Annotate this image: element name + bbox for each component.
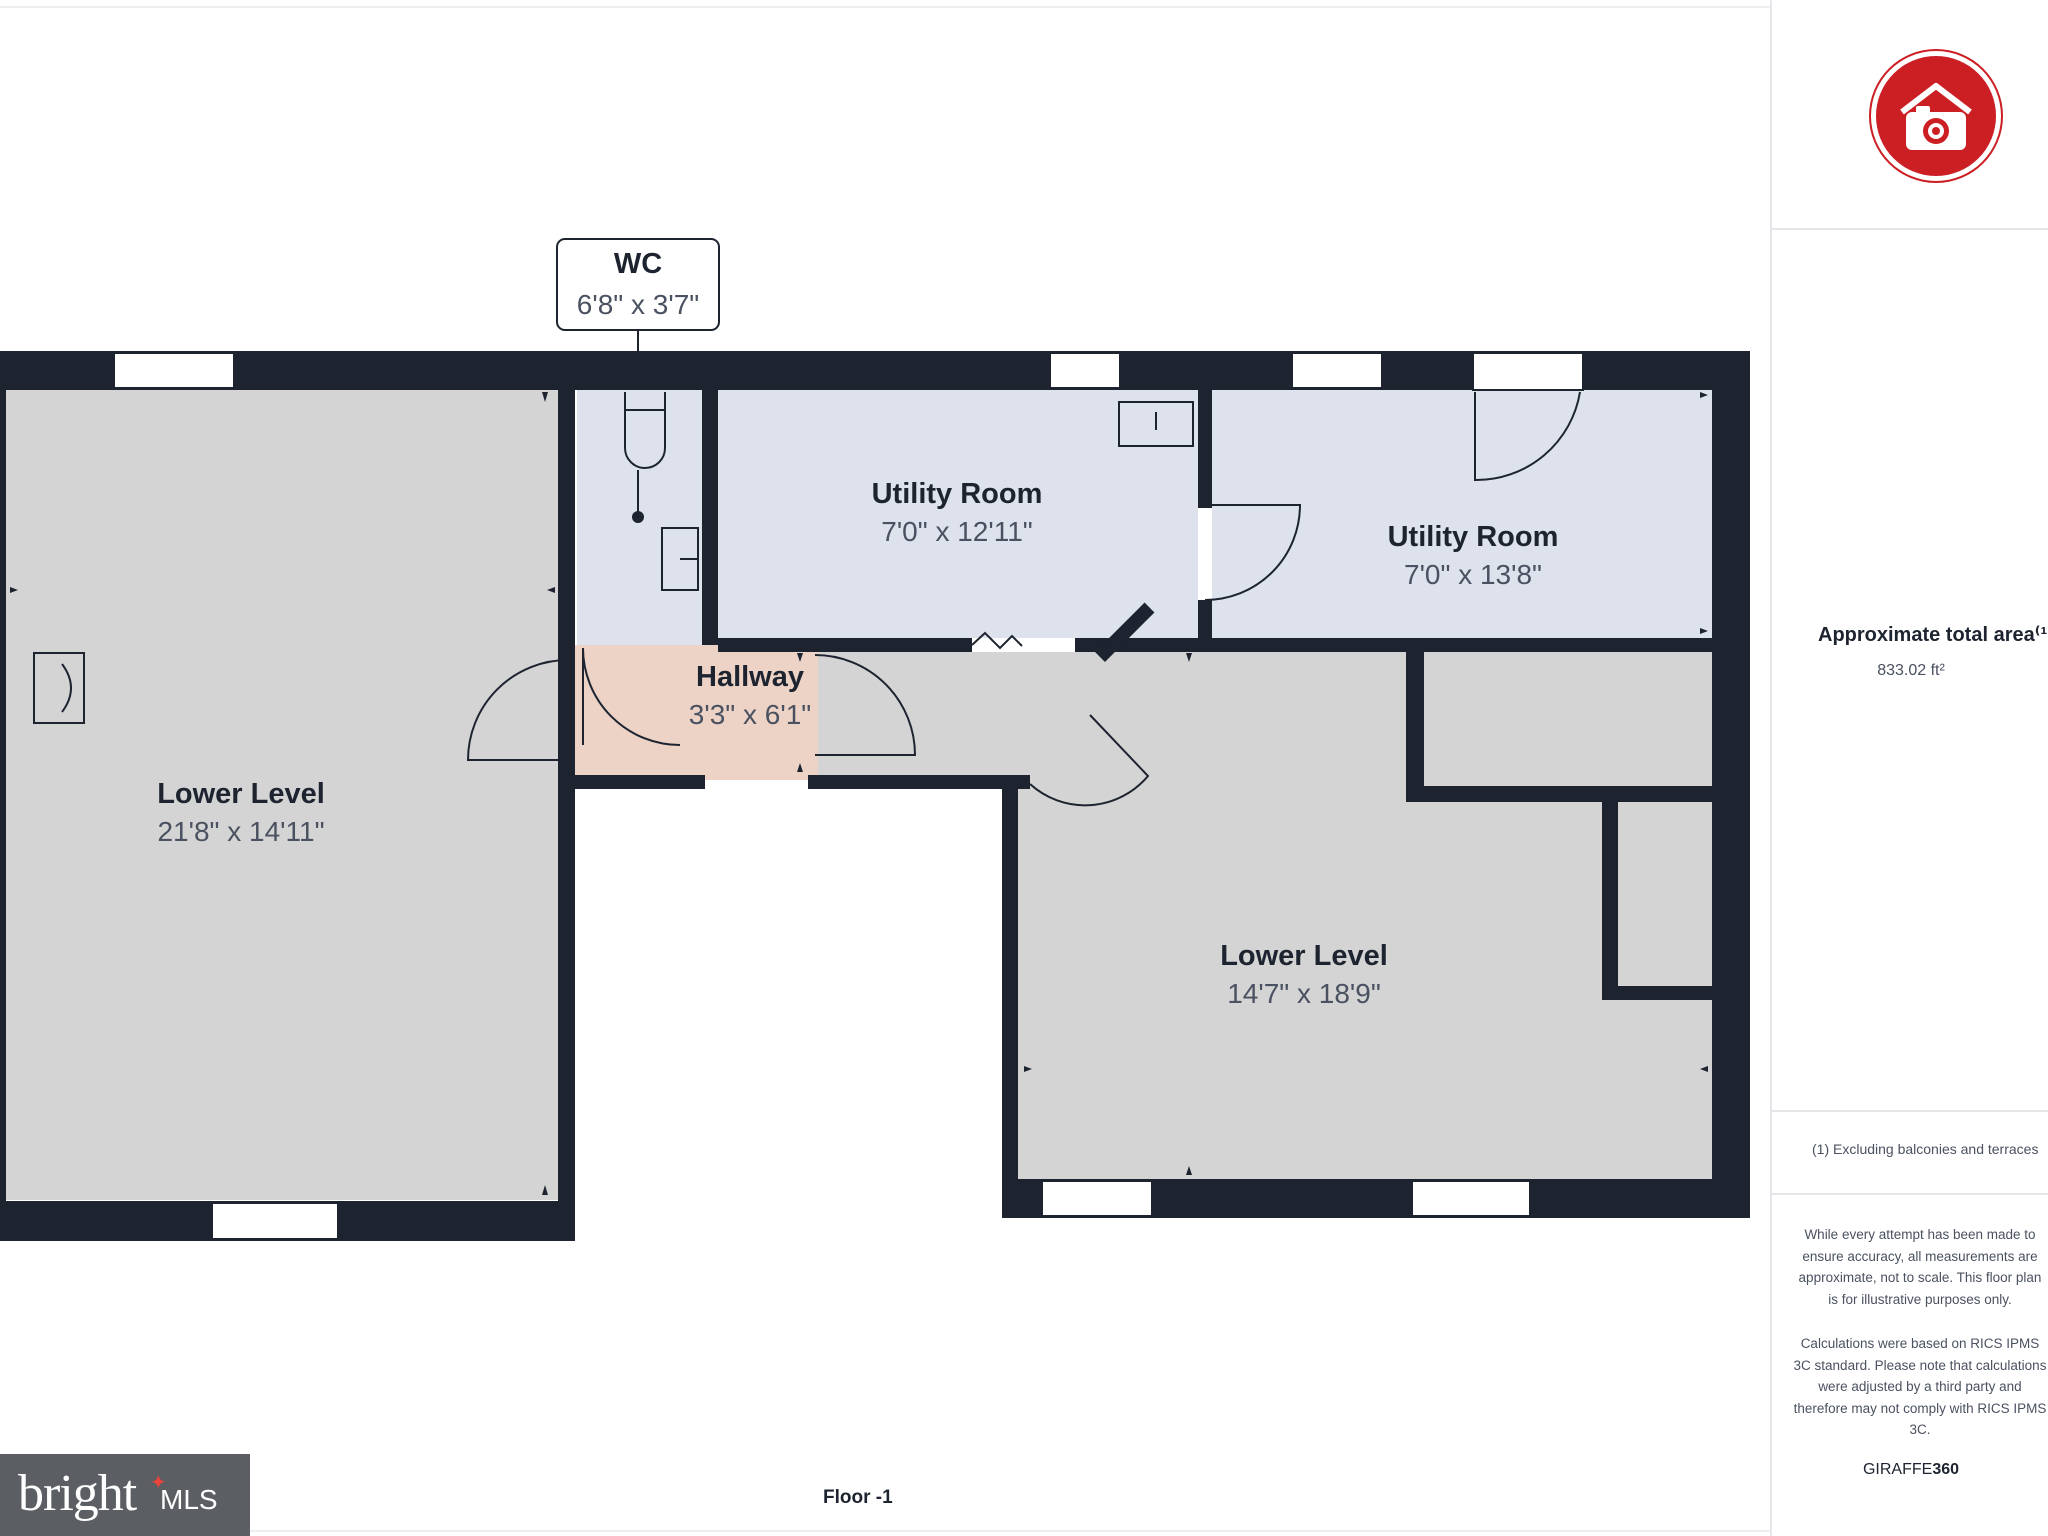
- mls-word: MLS: [160, 1484, 218, 1515]
- floor-label: Floor -1: [823, 1487, 893, 1508]
- top-rule: [0, 6, 1770, 8]
- room-name-lower-level-left: Lower Level: [157, 778, 325, 810]
- windows: [113, 352, 1584, 1240]
- panel-divider: [1772, 1193, 2048, 1195]
- fixtures: [33, 392, 1194, 724]
- brand-prefix: GIRAFFE: [1862, 1461, 1933, 1478]
- giraffe360-brand: GIRAFFE360: [1772, 1461, 2048, 1479]
- wc-drain: [632, 511, 644, 523]
- room-fill-right-upper: [1180, 652, 1712, 782]
- wc-dims: 6'8" x 3'7": [577, 289, 699, 320]
- room-name-hallway: Hallway: [696, 661, 804, 693]
- area-label: Approximate total area⁽¹⁾: [1818, 624, 2048, 646]
- panel-divider: [1772, 228, 2048, 230]
- panel-divider: [1772, 1110, 2048, 1112]
- wc-name: WC: [614, 248, 662, 280]
- area-footnote: (1) Excluding balconies and terraces: [1812, 1141, 2039, 1157]
- room-fill-lower-level-right: [1018, 782, 1712, 1179]
- bottom-rule: [250, 1530, 1770, 1532]
- disclaimer-accuracy: While every attempt has been made to ens…: [1798, 1227, 2042, 1307]
- room-name-utility-room-2: Utility Room: [1388, 521, 1559, 553]
- bright-mls-watermark: bright ✦ MLS: [0, 1454, 250, 1536]
- room-dims-lower-level-left: 21'8" x 14'11": [157, 816, 324, 847]
- room-name-utility-room-1: Utility Room: [872, 478, 1043, 510]
- room-fill-utility-1: [718, 390, 1198, 638]
- room-dims-utility-room-2: 7'0" x 13'8": [1404, 559, 1542, 590]
- area-value: 833.02 ft²: [1877, 662, 1945, 679]
- room-fill-lower-level-left: [6, 390, 558, 1200]
- dimension-markers: [10, 392, 1708, 1195]
- disclaimer-calculations: Calculations were based on RICS IPMS 3C …: [1793, 1336, 2047, 1437]
- doors: [466, 391, 1612, 900]
- room-name-lower-level-right: Lower Level: [1220, 940, 1388, 972]
- room-fill-hallway: [570, 645, 818, 780]
- floor-plan: WC 6'8" x 3'7" Lower Level 21'8" x 14'11…: [0, 238, 1750, 1241]
- bright-word: bright: [18, 1465, 137, 1522]
- room-dims-hallway: 3'3" x 6'1": [689, 699, 811, 730]
- room-fill-corridor: [818, 652, 1180, 782]
- brand-suffix: 360: [1932, 1461, 1960, 1478]
- room-fill-utility-2: [1212, 390, 1712, 638]
- camera-house-icon: [1876, 56, 1996, 176]
- room-dims-lower-level-right: 14'7" x 18'9": [1227, 978, 1381, 1009]
- info-panel: Approximate total area⁽¹⁾ 833.02 ft² (1)…: [1770, 0, 2048, 1536]
- room-dims-utility-room-1: 7'0" x 12'11": [881, 516, 1032, 547]
- star-icon: ✦: [150, 1472, 167, 1494]
